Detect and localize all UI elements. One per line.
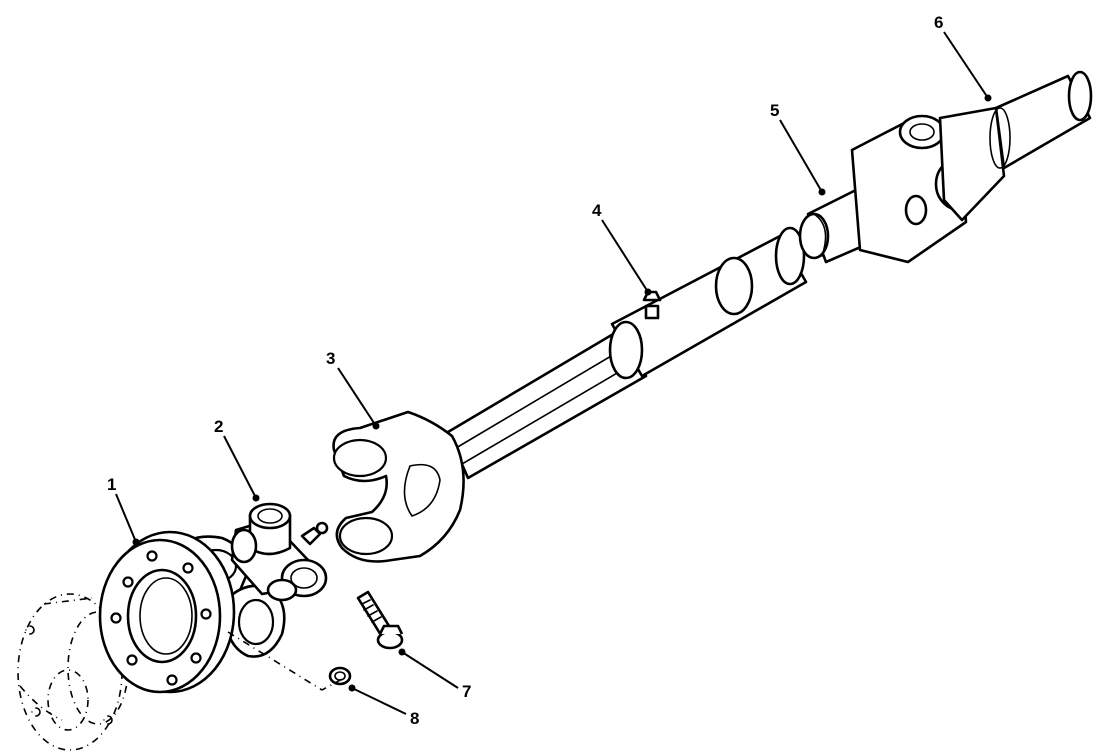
slip-yoke [332,328,648,563]
callout-6: 6 [934,13,943,32]
callout-5: 5 [770,101,779,120]
lock-washer [328,666,352,686]
leader-lines [115,31,992,715]
sleeve-tube [608,226,808,380]
tube-yoke [850,70,1093,264]
callout-2: 2 [214,417,223,436]
assembly-centerline [227,631,345,691]
universal-joint-cross [230,502,329,602]
callout-1: 1 [107,475,116,494]
callout-3: 3 [326,349,335,368]
callout-7: 7 [462,682,471,701]
bolt [356,590,404,650]
flange-yoke [98,530,286,694]
callout-4: 4 [592,201,602,220]
callout-8: 8 [410,709,419,728]
